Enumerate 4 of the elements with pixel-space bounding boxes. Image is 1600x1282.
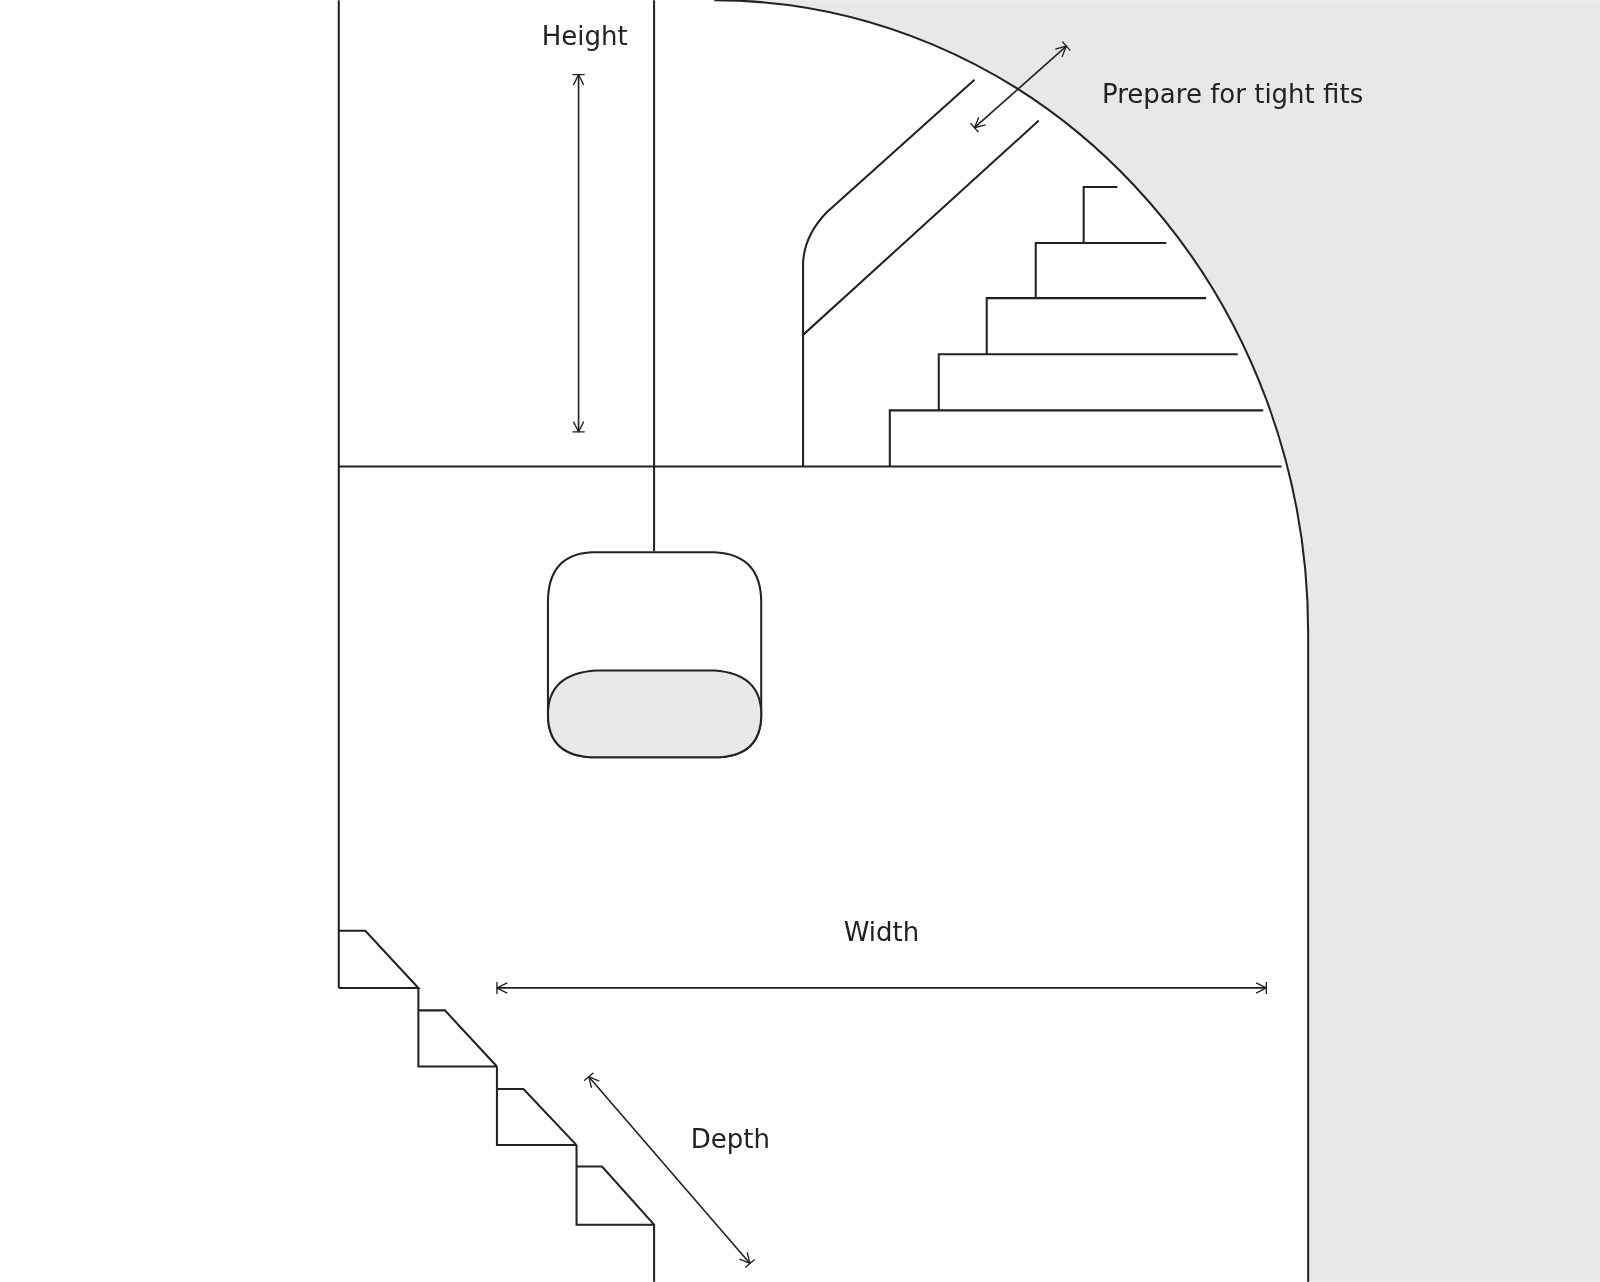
dimension-label: Width bbox=[843, 918, 920, 945]
note-text: Prepare for tight fits bbox=[1102, 80, 1364, 107]
dimension-label: Height bbox=[541, 22, 628, 49]
dimension-label: Depth bbox=[690, 1125, 770, 1152]
